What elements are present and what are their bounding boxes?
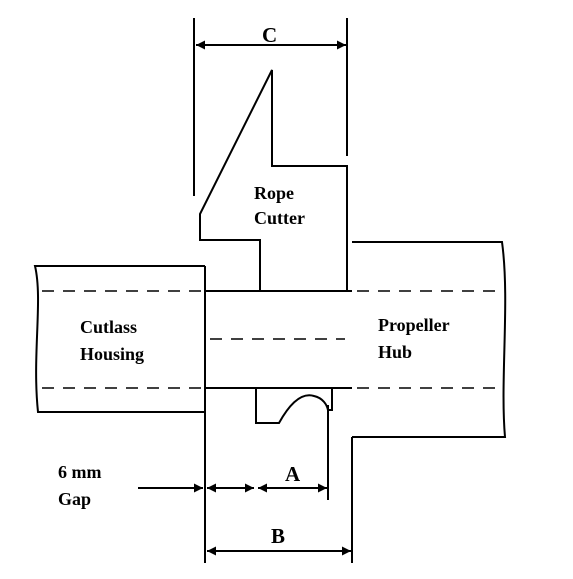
dimension-b-label: B <box>271 524 285 548</box>
rope-cutter-label-line1: Rope <box>254 183 294 203</box>
cutlass-housing-label-line2: Housing <box>80 344 144 364</box>
cutlass-housing-label-line1: Cutlass <box>80 317 137 337</box>
propeller-hub-outline <box>352 241 507 438</box>
gap-label-line1: 6 mm <box>58 462 102 482</box>
dimension-a-label: A <box>285 462 301 486</box>
rope-cutter-lower-profile <box>255 388 333 424</box>
propeller-hub-label-line2: Hub <box>378 342 412 362</box>
rope-cutter-outline <box>199 69 348 291</box>
gap-label-line2: Gap <box>58 489 91 509</box>
cutlass-housing-outline <box>33 265 205 413</box>
propeller-hub-label-line1: Propeller <box>378 315 450 335</box>
rope-cutter-label-line2: Cutter <box>254 208 305 228</box>
dimension-c-label: C <box>262 23 277 47</box>
